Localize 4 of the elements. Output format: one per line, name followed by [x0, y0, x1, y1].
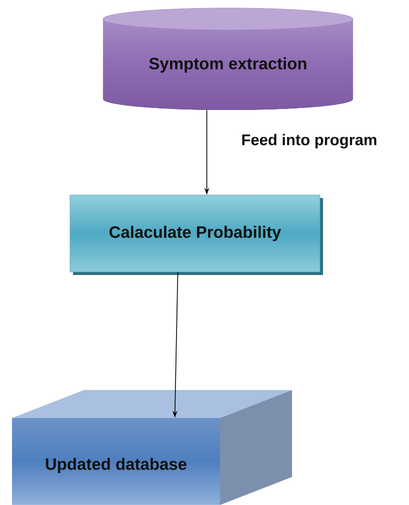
edge-label: Feed into program — [242, 134, 376, 148]
database-box: Updated database — [12, 390, 292, 505]
process-box: Calaculate Probability — [70, 194, 323, 275]
cylinder: Symptom extraction — [102, 8, 354, 110]
